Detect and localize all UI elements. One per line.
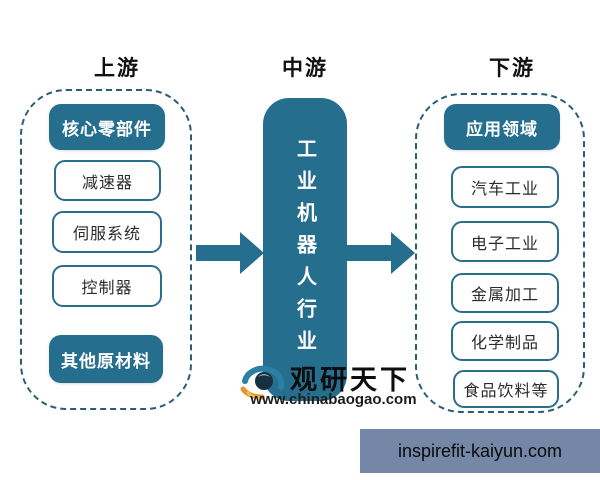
downstream-group: 应用领域 汽车工业 电子工业 金属加工 化学制品 食品饮料等 [415, 93, 585, 413]
midstream-pillar: 工业机器人行业 [263, 98, 347, 401]
arrow-right-icon [196, 232, 264, 274]
watermark: 观研天下 www.chinabaogao.com [236, 357, 431, 413]
upstream-item-servo: 伺服系统 [52, 211, 162, 253]
downstream-title: 下游 [489, 56, 535, 80]
upstream-footer: 其他原材料 [49, 335, 163, 383]
upstream-group: 核心零部件 减速器 伺服系统 控制器 其他原材料 [20, 89, 192, 410]
midstream-label: 工业机器人行业 [293, 137, 316, 362]
upstream-item-reducer: 减速器 [54, 160, 161, 201]
downstream-item-chemical: 化学制品 [451, 321, 559, 361]
site-banner-link[interactable]: inspirefit-kaiyun.com [360, 429, 600, 473]
upstream-title: 上游 [94, 56, 140, 80]
upstream-header: 核心零部件 [49, 104, 165, 150]
upstream-item-controller: 控制器 [52, 265, 162, 307]
arrow-right-icon [347, 232, 415, 274]
watermark-brand: 观研天下 [290, 365, 410, 395]
watermark-url: www.chinabaogao.com [250, 391, 417, 408]
downstream-item-electronics: 电子工业 [451, 221, 559, 262]
downstream-item-metal: 金属加工 [451, 273, 559, 313]
midstream-title: 中游 [282, 56, 328, 80]
downstream-header: 应用领域 [444, 104, 560, 150]
guanyan-logo-icon [240, 365, 285, 400]
downstream-item-automotive: 汽车工业 [451, 166, 559, 208]
downstream-item-food: 食品饮料等 [453, 370, 559, 408]
